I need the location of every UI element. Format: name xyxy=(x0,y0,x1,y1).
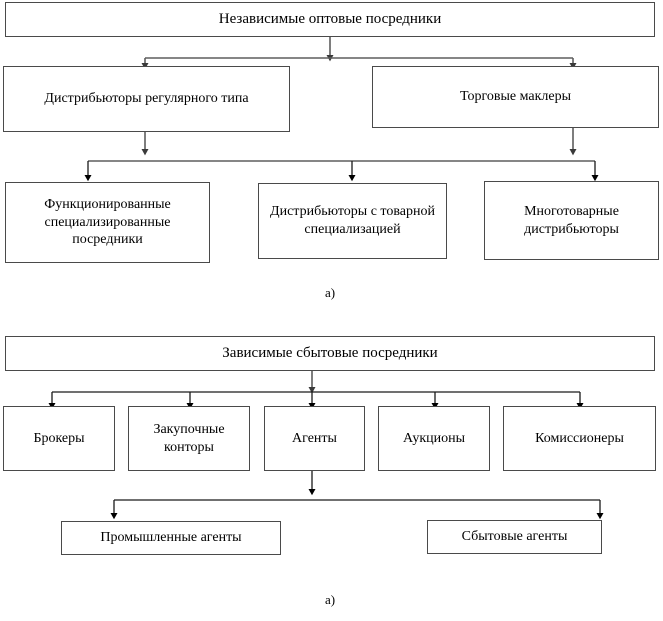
node-b-agents[interactable]: Агенты xyxy=(264,406,365,471)
node-a-functional-specialized[interactable]: Функционированные специализированные пос… xyxy=(5,182,210,263)
node-a-trade-brokers[interactable]: Торговые маклеры xyxy=(372,66,659,128)
edge-b-bus-level2 xyxy=(48,391,584,410)
node-a-regular-distributors[interactable]: Дистрибьюторы регулярного типа xyxy=(3,66,290,132)
node-a-root-label: Независимые оптовые посредники xyxy=(218,10,442,27)
node-b-sales-agents-label: Сбытовые агенты xyxy=(461,529,568,545)
node-b-root-label: Зависимые сбытовые посредники xyxy=(222,344,438,361)
node-a-regular-distributors-label: Дистрибьюторы регулярного типа xyxy=(44,91,249,107)
node-b-sales-agents[interactable]: Сбытовые агенты xyxy=(427,520,602,554)
node-b-industrial-agents-label: Промышленные агенты xyxy=(100,530,242,546)
node-b-auctions[interactable]: Аукционы xyxy=(378,406,490,471)
node-b-commission-agents[interactable]: Комиссионеры xyxy=(503,406,656,471)
node-a-product-specialized-label: Дистрибьюторы с товарной специализацией xyxy=(270,204,435,237)
node-b-brokers-label: Брокеры xyxy=(33,430,85,446)
node-b-industrial-agents[interactable]: Промышленные агенты xyxy=(61,521,281,555)
node-b-purchasing-offices-label: Закупочные конторы xyxy=(153,421,225,455)
node-a-multiproduct-distributors[interactable]: Многотоварные дистрибьюторы xyxy=(484,181,659,260)
node-a-root[interactable]: Независимые оптовые посредники xyxy=(5,2,655,37)
node-b-agents-label: Агенты xyxy=(292,430,337,446)
edge-a-bus-level2 xyxy=(141,57,577,70)
figure-caption-a: а) xyxy=(324,285,336,300)
figure-caption-b: а) xyxy=(324,592,336,607)
node-b-brokers[interactable]: Брокеры xyxy=(3,406,115,471)
node-b-root[interactable]: Зависимые сбытовые посредники xyxy=(5,336,655,371)
node-a-trade-brokers-label: Торговые маклеры xyxy=(459,89,571,105)
node-b-commission-agents-label: Комиссионеры xyxy=(535,430,624,446)
node-b-purchasing-offices[interactable]: Закупочные конторы xyxy=(128,406,250,471)
edge-a-bus-level3 xyxy=(84,160,599,182)
node-a-product-specialized[interactable]: Дистрибьюторы с товарной специализацией xyxy=(258,183,447,259)
node-a-functional-specialized-label: Функционированные специализированные пос… xyxy=(44,196,171,248)
edge-b-bus-level3 xyxy=(110,499,604,520)
node-a-multiproduct-distributors-label: Многотоварные дистрибьюторы xyxy=(524,203,619,237)
node-b-auctions-label: Аукционы xyxy=(402,430,466,446)
